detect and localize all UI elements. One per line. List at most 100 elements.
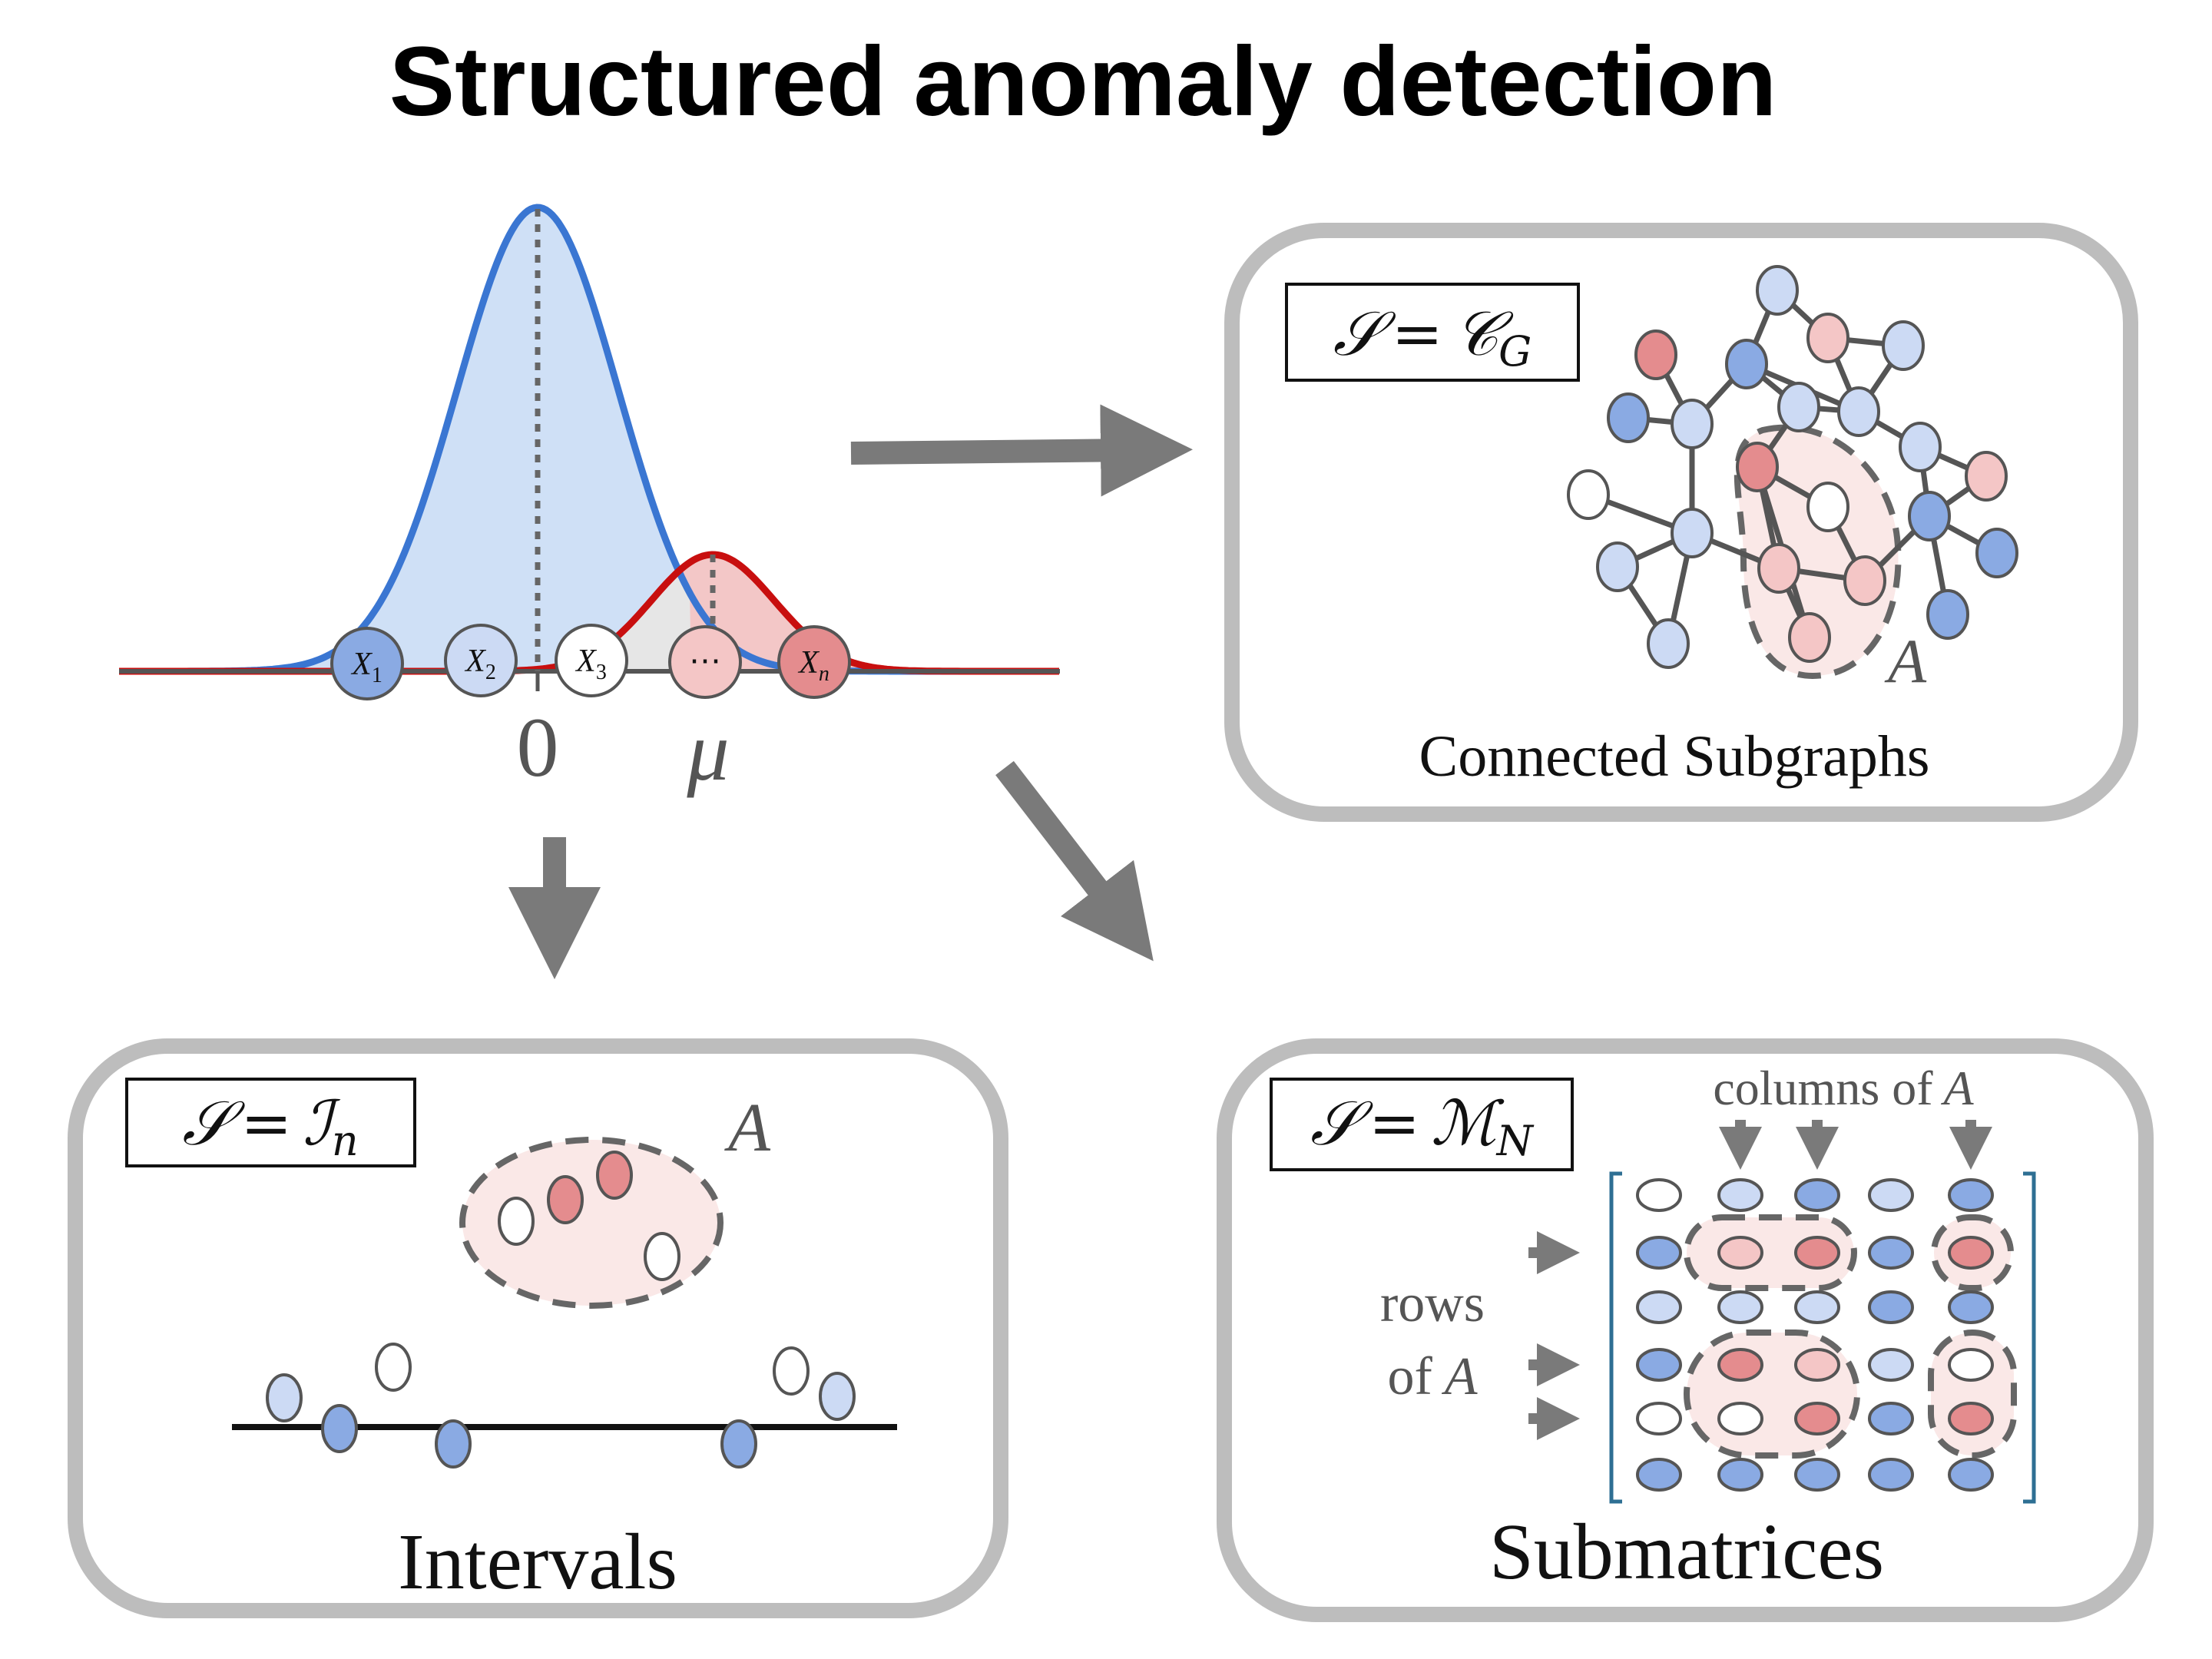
distribution-plot: X1 X2 X3 ⋯ Xn 0 μ: [119, 204, 1060, 798]
sample-xn: Xn: [777, 625, 851, 699]
graph-node: [1837, 386, 1880, 437]
interval-point: [720, 1419, 757, 1469]
sample-ellipsis: ⋯: [668, 625, 742, 699]
interval-point: [644, 1232, 680, 1281]
sample-x3-subscript: 3: [596, 661, 607, 684]
matrix-cell: [1636, 1236, 1682, 1270]
intervals-anomaly-label: A: [724, 1090, 771, 1166]
matrix-cell: [1868, 1402, 1914, 1435]
matrix-cell: [1636, 1348, 1682, 1382]
sample-x1-subscript: 1: [372, 664, 382, 687]
interval-point: [435, 1419, 472, 1469]
matrix-cell: [1717, 1402, 1763, 1435]
matrix-set-box: [1270, 1078, 1574, 1171]
svg-text:X3: X3: [575, 644, 607, 684]
matrix-cell: [1717, 1178, 1763, 1212]
svg-text:Xn: Xn: [797, 645, 830, 686]
svg-text:X1: X1: [350, 647, 382, 687]
interval-point: [498, 1197, 535, 1246]
matrix-cell: [1948, 1178, 1994, 1212]
graph-caption: Connected Subgraphs: [1419, 724, 1930, 789]
interval-point: [819, 1372, 856, 1421]
graph-node: [1596, 541, 1639, 592]
matrix-cell: [1794, 1236, 1840, 1270]
matrix-cell: [1868, 1236, 1914, 1270]
matrix-cell: [1717, 1236, 1763, 1270]
matrix-cell: [1636, 1290, 1682, 1324]
sample-xn-subscript: n: [819, 662, 830, 686]
sample-x2: X2: [444, 624, 518, 697]
intervals-panel-frame: [68, 1038, 1008, 1618]
graph-node: [1757, 543, 1800, 594]
graph-node: [1567, 469, 1610, 520]
interval-point: [773, 1346, 810, 1396]
matrix-caption: Submatrices: [1489, 1508, 1884, 1596]
matrix-cell: [1948, 1290, 1994, 1324]
sample-x3-symbol: X: [575, 644, 598, 679]
matrix-cell: [1948, 1402, 1994, 1435]
graph-node: [1806, 313, 1849, 363]
interval-points: [266, 1151, 856, 1469]
interval-point: [375, 1343, 412, 1392]
graph-node: [1788, 612, 1831, 663]
submatrix-region-3: [1684, 1330, 1860, 1459]
matrix-right-bracket: [2023, 1171, 2036, 1504]
graph-anomaly-label: A: [1884, 626, 1927, 696]
matrix-cell: [1717, 1348, 1763, 1382]
tick-label-mu: μ: [686, 704, 729, 798]
graph-node: [1647, 618, 1690, 669]
arrow-to-matrix-panel: [995, 760, 1154, 962]
sample-x1: X1: [330, 627, 404, 700]
matrix-cell: [1948, 1348, 1994, 1382]
matrix-cell: [1717, 1458, 1763, 1492]
graph-node: [1882, 320, 1925, 371]
matrix-cell: [1794, 1402, 1840, 1435]
graph-node: [1634, 329, 1677, 380]
rows-label-line1: rows: [1380, 1274, 1485, 1333]
intervals-set-box: [125, 1078, 416, 1167]
matrix-cell: [1948, 1236, 1994, 1270]
sample-xn-symbol: X: [797, 645, 820, 680]
matrix-cell: [1636, 1402, 1682, 1435]
sample-ellipsis-symbol: ⋯: [689, 644, 721, 679]
graph-node: [1965, 451, 2008, 502]
matrix-cell: [1794, 1178, 1840, 1212]
matrix-panel-frame: [1217, 1038, 2154, 1622]
graph-node: [1899, 422, 1942, 472]
overlap-region-fill: [607, 571, 691, 671]
interval-point: [321, 1404, 358, 1453]
arrow-to-graph-panel: [850, 404, 1193, 497]
graph-node: [1671, 508, 1714, 558]
graph-node: [1736, 442, 1779, 492]
interval-point: [266, 1373, 303, 1422]
matrix-cell: [1794, 1348, 1840, 1382]
sample-x2-symbol: X: [464, 644, 487, 679]
matrix-cell: [1794, 1458, 1840, 1492]
sample-x2-subscript: 2: [485, 661, 496, 684]
matrix-cell: [1948, 1458, 1994, 1492]
graph-node: [1777, 382, 1820, 432]
matrix-cell: [1868, 1458, 1914, 1492]
graph-node: [1926, 589, 1969, 640]
intervals-caption: Intervals: [398, 1518, 677, 1606]
intervals-panel: 𝒮=ℐn A Intervals: [68, 1038, 1008, 1618]
graph-node: [1843, 555, 1886, 606]
graph-nodes: [1567, 265, 2018, 669]
graph-set-label: 𝒮=𝒞G: [1333, 298, 1532, 376]
graph-node: [1975, 528, 2018, 578]
page-title: Structured anomaly detection: [389, 27, 1777, 137]
interval-point: [547, 1175, 584, 1224]
matrix-cell: [1636, 1178, 1682, 1212]
graph-node: [1671, 399, 1714, 449]
graph-node: [1756, 265, 1799, 316]
matrix-cell: [1868, 1348, 1914, 1382]
matrix-arrows: [1528, 1120, 1992, 1440]
sample-x1-symbol: X: [350, 647, 373, 682]
graph-node: [1607, 392, 1650, 443]
graph-node: [1725, 339, 1768, 389]
sample-x3: X3: [555, 624, 628, 697]
submatrix-region-1: [1684, 1214, 1857, 1291]
